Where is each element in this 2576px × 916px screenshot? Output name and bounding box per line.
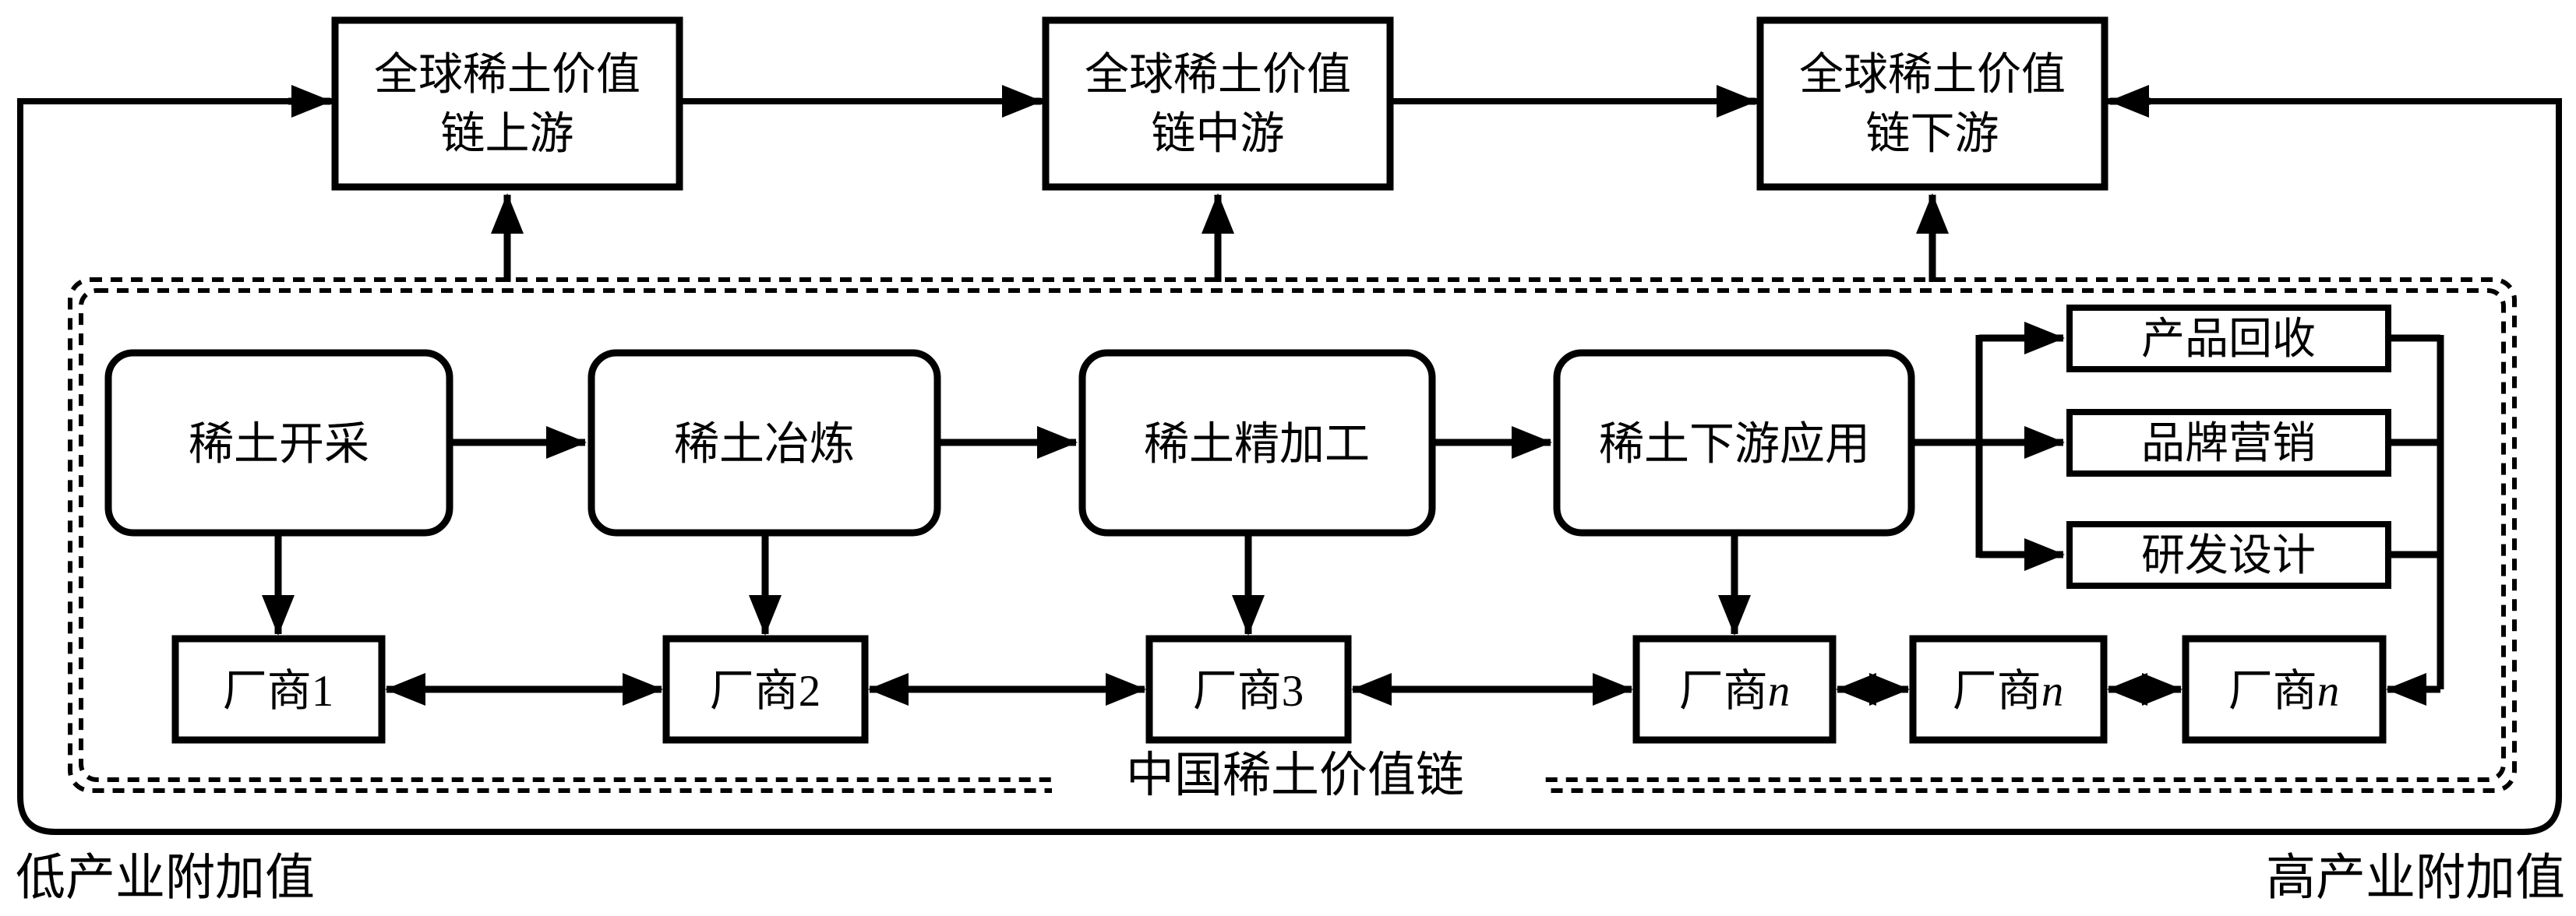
process-smelting-box [588, 349, 941, 537]
manufacturer-n3-label: 厂商n [2228, 667, 2340, 716]
manufacturer-1-prefix: 厂商 [223, 667, 312, 716]
global-downstream-label-line2: 链下游 [1866, 110, 1999, 159]
manufacturer-2-label: 厂商2 [710, 667, 821, 716]
process-fine-processing-label: 稀土精加工 [1144, 419, 1370, 470]
global-midstream-box [1042, 16, 1394, 191]
manufacturer-2-prefix: 厂商 [710, 667, 799, 716]
global-downstream-label-line1: 全球稀土价值 [1799, 51, 2066, 100]
manufacturer-2-suffix: 2 [799, 667, 821, 716]
global-upstream-box [331, 16, 683, 191]
support-recycling-label: 产品回收 [2141, 315, 2316, 364]
process-fine-processing-box [1078, 349, 1436, 537]
global-upstream-label-line1: 全球稀土价值 [374, 51, 640, 100]
manufacturer-n3-prefix: 厂商 [2228, 667, 2317, 716]
manufacturer-3-suffix: 3 [1282, 667, 1304, 716]
process-mining-label: 稀土开采 [189, 419, 369, 470]
global-upstream-label-line2: 链上游 [441, 110, 574, 159]
support-marketing-label: 品牌营销 [2141, 420, 2316, 468]
manufacturer-n1-box [1632, 635, 1837, 744]
manufacturer-3-label: 厂商3 [1193, 667, 1304, 716]
manufacturer-1-label: 厂商1 [223, 667, 334, 716]
manufacturer-n1-suffix: n [1768, 667, 1791, 716]
manufacturer-3-box [1145, 635, 1352, 744]
manufacturer-1-suffix: 1 [312, 667, 334, 716]
high-added-value-label: 高产业附加值 [2266, 851, 2565, 906]
manufacturer-1-box [171, 635, 386, 744]
global-midstream-label-line1: 全球稀土价值 [1085, 51, 1351, 100]
china-chain-label: 中国稀土价值链 [1126, 749, 1464, 802]
manufacturer-n2-suffix: n [2041, 667, 2064, 716]
support-design-box [2066, 521, 2391, 589]
process-downstream-application-box [1553, 349, 1915, 537]
manufacturer-n2-box [1909, 635, 2108, 744]
manufacturer-n2-label: 厂商n [1953, 667, 2064, 716]
manufacturer-3-prefix: 厂商 [1193, 667, 1282, 716]
outer-loop-border [17, 98, 2562, 835]
support-recycling-box [2066, 305, 2391, 372]
global-midstream-label-line2: 链中游 [1152, 110, 1285, 159]
manufacturer-n1-label: 厂商n [1679, 667, 1791, 716]
process-smelting-label: 稀土冶炼 [674, 419, 855, 470]
process-mining-box [104, 349, 453, 537]
manufacturer-n1-prefix: 厂商 [1679, 667, 1768, 716]
low-added-value-label: 低产业附加值 [16, 851, 315, 906]
support-design-label: 研发设计 [2141, 532, 2316, 580]
manufacturer-n3-box [2182, 635, 2387, 744]
manufacturer-n2-prefix: 厂商 [1953, 667, 2041, 716]
manufacturer-2-box [662, 635, 869, 744]
process-downstream-application-label: 稀土下游应用 [1599, 419, 1870, 470]
manufacturer-n3-suffix: n [2317, 667, 2340, 716]
global-downstream-box [1756, 16, 2108, 191]
support-marketing-box [2066, 409, 2391, 477]
china-chain-label-gap [1052, 746, 1543, 805]
